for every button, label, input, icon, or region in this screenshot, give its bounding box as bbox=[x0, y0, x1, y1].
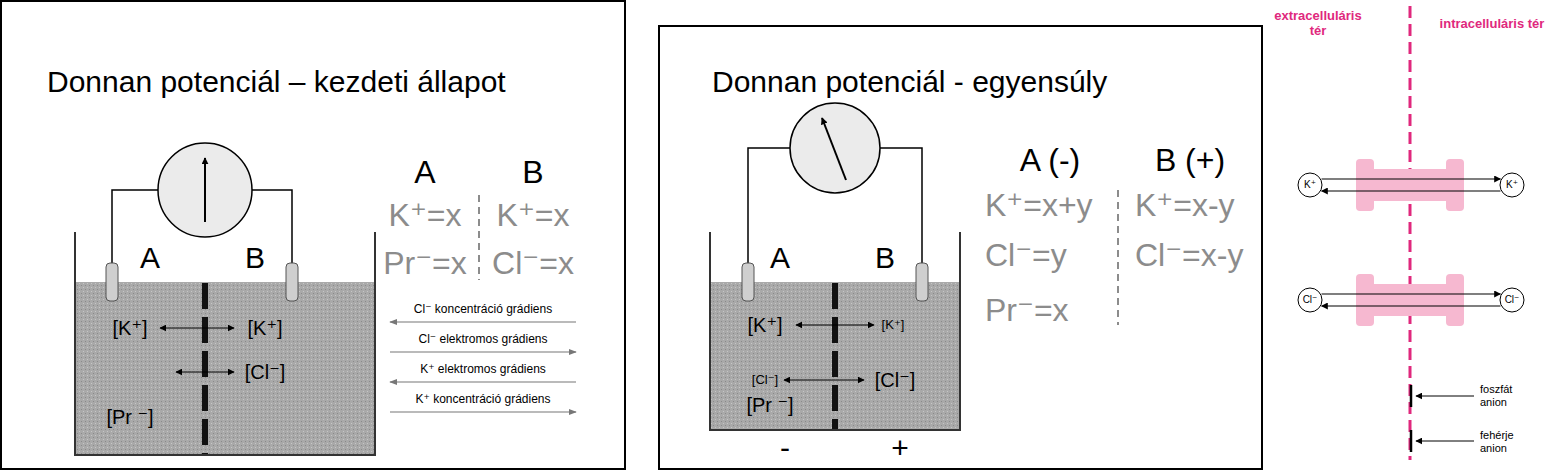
ion-concentration: [K⁺] bbox=[247, 317, 282, 340]
channel-pore bbox=[1370, 169, 1450, 201]
diffusion-arrow bbox=[784, 380, 864, 381]
concentration-value: K⁺=x bbox=[389, 197, 462, 234]
ion-concentration: [Cl⁻] bbox=[245, 361, 286, 384]
electrode bbox=[916, 263, 928, 301]
ion-circle-shape bbox=[1500, 288, 1524, 312]
concentration-value: K⁺=x-y bbox=[1135, 187, 1235, 224]
compartment-name: B bbox=[875, 241, 895, 276]
solution bbox=[711, 282, 959, 429]
electrode bbox=[742, 263, 754, 301]
gradient-arrow bbox=[390, 381, 576, 382]
column-header: B (+) bbox=[1155, 142, 1225, 179]
compartment-name: B bbox=[245, 241, 265, 276]
concentration-value: K⁺=x+y bbox=[985, 187, 1093, 224]
concentration-value: Pr⁻=x bbox=[383, 245, 467, 282]
ion-symbol: Cl⁻ bbox=[1505, 294, 1520, 306]
ion-circle: K⁺ bbox=[1499, 172, 1525, 198]
ion-channel bbox=[1356, 159, 1464, 211]
compartment-name: A bbox=[770, 241, 790, 276]
electrode bbox=[106, 263, 118, 301]
concentration-value: Cl⁻=x bbox=[492, 245, 574, 282]
fixed-anion bbox=[1410, 430, 1413, 452]
ion-concentration: [K⁺] bbox=[747, 314, 782, 337]
ion-circle: K⁺ bbox=[1297, 172, 1323, 198]
beaker bbox=[75, 232, 375, 455]
electrode bbox=[286, 263, 298, 301]
ion-flux-arrow bbox=[1322, 178, 1501, 179]
voltmeter bbox=[158, 143, 252, 237]
anion-label: fehérje anion bbox=[1480, 429, 1528, 454]
solution bbox=[76, 282, 374, 454]
ion-circle: Cl⁻ bbox=[1499, 287, 1525, 313]
ion-concentration: [K⁺] bbox=[112, 317, 147, 340]
diffusion-arrow bbox=[160, 328, 234, 329]
ion-circle-shape bbox=[1298, 288, 1322, 312]
ion-circle-shape bbox=[1500, 173, 1524, 197]
voltmeter bbox=[790, 103, 880, 193]
space-label: intracelluláris tér bbox=[1439, 17, 1545, 32]
gradient-label: Cl⁻ koncentráció grádiens bbox=[414, 303, 552, 317]
cell-membrane bbox=[1409, 6, 1412, 460]
ion-channel bbox=[1356, 274, 1464, 326]
polarity-sign: - bbox=[780, 431, 790, 466]
concentration-value: K⁺=x bbox=[497, 197, 570, 234]
gradient-label: K⁺ elektromos grádiens bbox=[420, 363, 546, 377]
panel-title: Donnan potenciál – kezdeti állapot bbox=[47, 64, 506, 100]
polarity-sign: + bbox=[891, 431, 909, 466]
leader-arrow bbox=[1416, 441, 1474, 442]
ion-concentration: [Cl⁻] bbox=[752, 373, 778, 388]
ion-circle-shape bbox=[1298, 173, 1322, 197]
ion-flux-arrow bbox=[1322, 305, 1501, 306]
diffusion-arrow bbox=[176, 372, 234, 373]
beaker-setup bbox=[75, 143, 375, 455]
column-divider bbox=[478, 195, 480, 280]
column-header: A (-) bbox=[1020, 142, 1080, 179]
ion-circle: Cl⁻ bbox=[1297, 287, 1323, 313]
meter-needle bbox=[822, 118, 846, 180]
compartment-name: A bbox=[140, 241, 160, 276]
space-label: extracelluláris tér bbox=[1265, 9, 1371, 39]
ion-symbol: K⁺ bbox=[1506, 179, 1518, 191]
gradient-arrow bbox=[390, 321, 576, 322]
gradient-label: Cl⁻ elektromos grádiens bbox=[418, 333, 547, 347]
concentration-value: Cl⁻=y bbox=[985, 237, 1067, 274]
column-header: B bbox=[522, 154, 543, 191]
diffusion-arrow bbox=[796, 325, 874, 326]
gradient-arrow bbox=[390, 411, 576, 412]
ion-concentration: [Cl⁻] bbox=[875, 369, 916, 392]
column-divider bbox=[1117, 190, 1119, 325]
fixed-anion bbox=[1410, 385, 1413, 407]
ion-concentration: [Pr ⁻] bbox=[746, 394, 793, 417]
concentration-value: Cl⁻=x-y bbox=[1135, 237, 1243, 274]
ion-concentration: [K⁺] bbox=[882, 318, 905, 333]
gradient-arrow bbox=[390, 351, 576, 352]
concentration-value: Pr⁻=x bbox=[985, 292, 1069, 329]
beaker-setup bbox=[710, 103, 960, 430]
gradient-label: K⁺ koncentráció grádiens bbox=[415, 393, 550, 407]
meter-needle bbox=[204, 158, 206, 222]
membrane bbox=[832, 283, 838, 429]
leader-arrow bbox=[1416, 396, 1474, 397]
anion-label: foszfát anion bbox=[1480, 383, 1528, 408]
column-header: A bbox=[414, 154, 435, 191]
ion-flux-arrow bbox=[1322, 190, 1501, 191]
ion-symbol: K⁺ bbox=[1304, 179, 1316, 191]
ion-flux-arrow bbox=[1322, 293, 1501, 294]
ion-symbol: Cl⁻ bbox=[1303, 294, 1318, 306]
channel-pore bbox=[1370, 284, 1450, 316]
ion-concentration: [Pr ⁻] bbox=[106, 406, 153, 429]
membrane bbox=[202, 283, 208, 454]
panel-title: Donnan potenciál - egyensúly bbox=[712, 64, 1107, 100]
